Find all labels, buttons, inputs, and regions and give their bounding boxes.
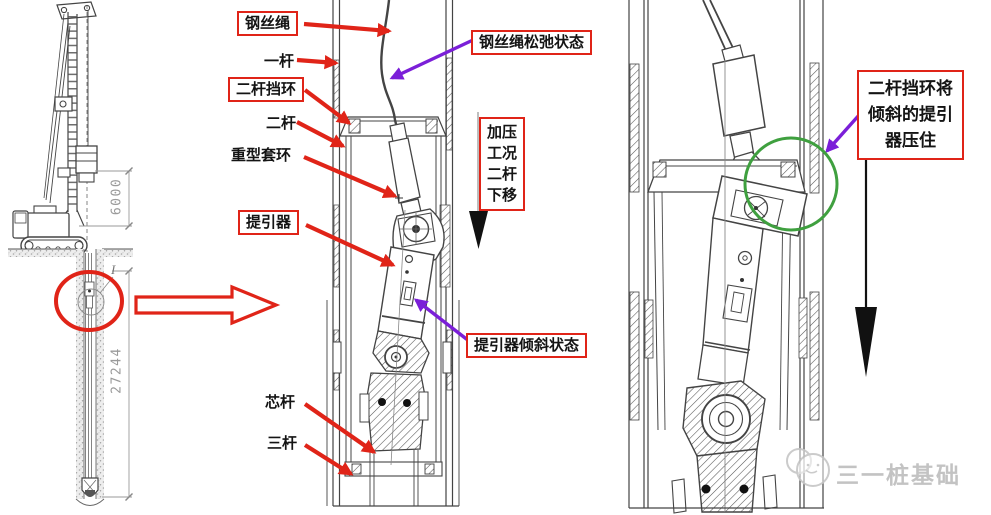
rod2-label: 二杆 — [266, 114, 297, 132]
ring-press-line: 倾斜的提引 — [868, 105, 953, 125]
watermark-brand: 三一桩基础 — [836, 463, 961, 489]
arrow-core-rod — [303, 402, 377, 454]
rope-slack-callout: 钢丝绳松弛状态 — [471, 30, 593, 55]
down-motion-arrow-right — [855, 157, 877, 377]
arrow-ring-press — [825, 112, 862, 154]
red-highlight-ellipse — [54, 270, 124, 332]
dimension-6000: 6000 — [109, 177, 125, 216]
arrow-wire-rope — [303, 21, 392, 38]
ring-press-callout: 二杆挡环将 倾斜的提引 器压住 — [857, 70, 964, 160]
lifter-label: 提引器 — [238, 210, 300, 235]
red-label-arrows — [296, 21, 398, 476]
condition-line: 加压 — [487, 123, 518, 141]
dimension-lines — [79, 167, 133, 501]
ring-press-line: 器压住 — [885, 131, 936, 151]
dimension-27244: 27244 — [109, 347, 125, 394]
sany-logo-icon — [786, 448, 830, 487]
zoom-arrow-icon — [134, 284, 281, 326]
pressurized-condition-note: 加压 工况 二杆 下移 — [479, 117, 526, 211]
ring-press-line: 二杆挡环将 — [868, 79, 953, 99]
wire-rope-label: 钢丝绳 — [237, 11, 299, 36]
arrow-rod1 — [296, 55, 339, 70]
lifter-tilted-callout: 提引器倾斜状态 — [466, 333, 588, 358]
down-motion-arrow-middle — [469, 112, 488, 249]
condition-line: 二杆 — [487, 165, 518, 183]
arrow-lifter — [305, 223, 396, 267]
arrow-lifter-tilted — [413, 298, 471, 343]
green-highlight-circle — [743, 136, 839, 232]
rod1-label: 一杆 — [264, 52, 295, 70]
detail-view-slack-rope — [326, 0, 460, 507]
detail-view-ring-pressing — [628, 0, 824, 514]
detail-marker-label: I — [111, 262, 116, 277]
rod2-stop-ring-label: 二杆挡环 — [228, 77, 305, 102]
arrow-rod2-ring — [303, 88, 352, 125]
purple-callout-arrows — [389, 38, 862, 343]
arrow-rod3 — [303, 443, 354, 476]
arrow-rope-slack — [389, 38, 474, 80]
condition-line: 下移 — [487, 186, 518, 204]
condition-line: 工况 — [487, 144, 518, 162]
rod3-label: 三杆 — [267, 434, 298, 452]
arrow-heavy-collar — [303, 155, 398, 199]
core-rod-label: 芯杆 — [265, 393, 296, 411]
heavy-collar-label: 重型套环 — [231, 146, 292, 164]
arrow-rod2 — [296, 120, 346, 148]
pile-rig-elevation — [12, 1, 98, 255]
